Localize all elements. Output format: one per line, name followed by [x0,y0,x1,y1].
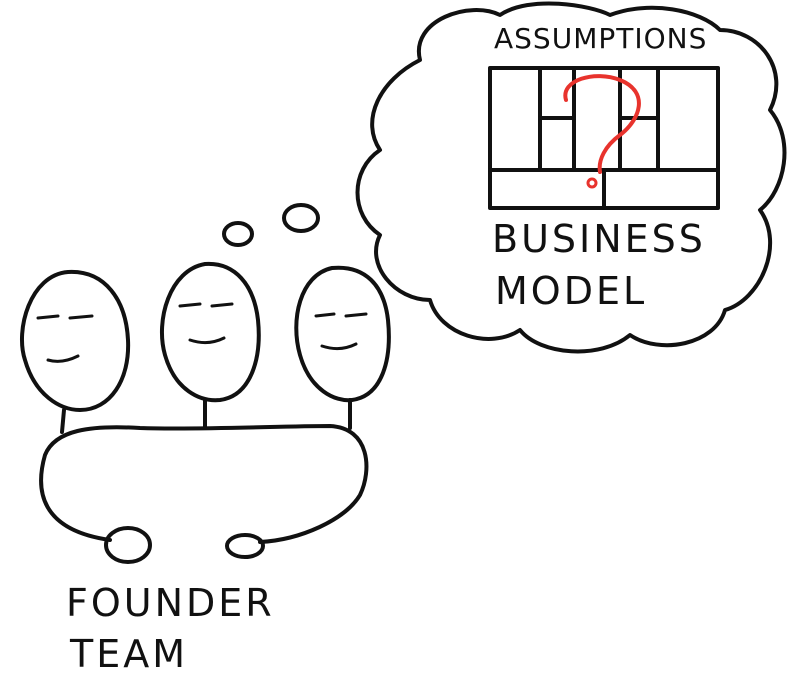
thought-dot-small [222,221,254,247]
founder-team-label-line2: TEAM [70,632,189,676]
assumptions-label: ASSUMPTIONS [494,22,708,55]
foot-left [104,526,152,564]
question-mark-icon [563,74,641,189]
business-model-label-line1: BUSINESS [492,217,706,261]
founder-team-label-line1: FOUNDER [66,581,275,625]
business-model-label-line2: MODEL [495,269,648,313]
foot-right [225,533,265,559]
team-member-2 [160,261,261,430]
thought-cloud [355,1,787,354]
team-member-3 [294,265,391,430]
team-member-1 [20,269,131,434]
business-model-canvas [488,66,720,210]
team-body [39,424,369,544]
thought-dot-large [282,203,320,233]
